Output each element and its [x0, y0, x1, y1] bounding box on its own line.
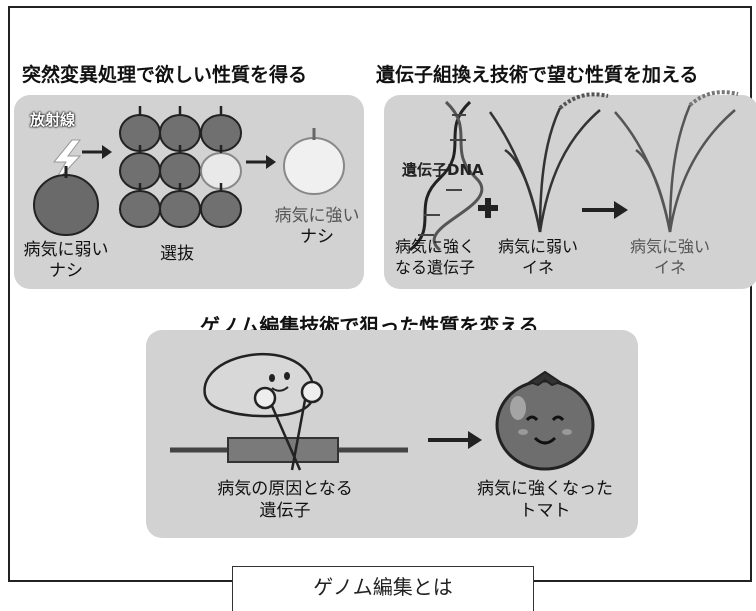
strong-pear-label-line1: 病気に強い — [274, 206, 360, 226]
gmo-panel — [384, 95, 756, 289]
gene-label-line1: 病気に強く — [394, 237, 475, 256]
arrow-icon — [614, 201, 628, 219]
dna-helix-icon — [409, 100, 484, 252]
strong-pear-label: 病気に強い ナシ — [262, 206, 372, 248]
gene-label-line2: なる遺伝子 — [394, 258, 475, 277]
tomato-label: 病気に強くなった トマト — [470, 478, 620, 522]
scissors-icon — [253, 380, 324, 471]
weak-pear-label-line1: 病気に弱い — [23, 240, 109, 260]
strong-rice-label-line2: イネ — [653, 258, 686, 277]
dna-label: 遺伝子DNA — [402, 161, 484, 179]
weak-rice-label-line1: 病気に弱い — [497, 237, 578, 256]
strong-rice-icon — [614, 90, 739, 233]
radiation-label: 放射線 — [30, 111, 76, 129]
figure-caption: ゲノム編集とは — [313, 575, 453, 599]
weak-pear-label: 病気に弱い ナシ — [12, 240, 120, 282]
strong-rice-label: 病気に強い イネ — [620, 236, 720, 278]
tomato-icon — [495, 370, 595, 471]
weak-rice-icon — [488, 92, 609, 233]
strong-rice-label-line1: 病気に強い — [629, 237, 710, 256]
arrow-icon — [468, 431, 482, 449]
weak-pear-label-line2: ナシ — [49, 261, 83, 281]
plus-icon — [478, 198, 498, 218]
tomato-label-line2: トマト — [519, 501, 571, 521]
strong-pear-icon — [283, 128, 345, 195]
weak-pear-icon — [33, 166, 99, 236]
target-gene-segment — [227, 437, 339, 463]
caption-tab: ゲノム編集とは — [232, 566, 534, 611]
gmo-title: 遺伝子組換え技術で望む性質を加える — [376, 64, 699, 86]
weak-rice-label: 病気に弱い イネ — [488, 236, 588, 278]
arrow-icon — [266, 155, 276, 169]
arrow-icon — [102, 145, 112, 159]
mutation-title: 突然変異処理で欲しい性質を得る — [22, 64, 308, 86]
cause-gene-label-line1: 病気の原因となる — [217, 479, 353, 499]
selection-label: 選抜 — [160, 244, 194, 264]
weak-rice-label-line2: イネ — [521, 258, 554, 277]
cause-gene-label: 病気の原因となる 遺伝子 — [210, 478, 360, 522]
cause-gene-label-line2: 遺伝子 — [259, 501, 311, 521]
gene-label: 病気に強く なる遺伝子 — [385, 236, 485, 278]
tomato-label-line1: 病気に強くなった — [477, 479, 613, 499]
strong-pear-label-line2: ナシ — [300, 227, 334, 247]
pear-grid — [119, 106, 242, 228]
